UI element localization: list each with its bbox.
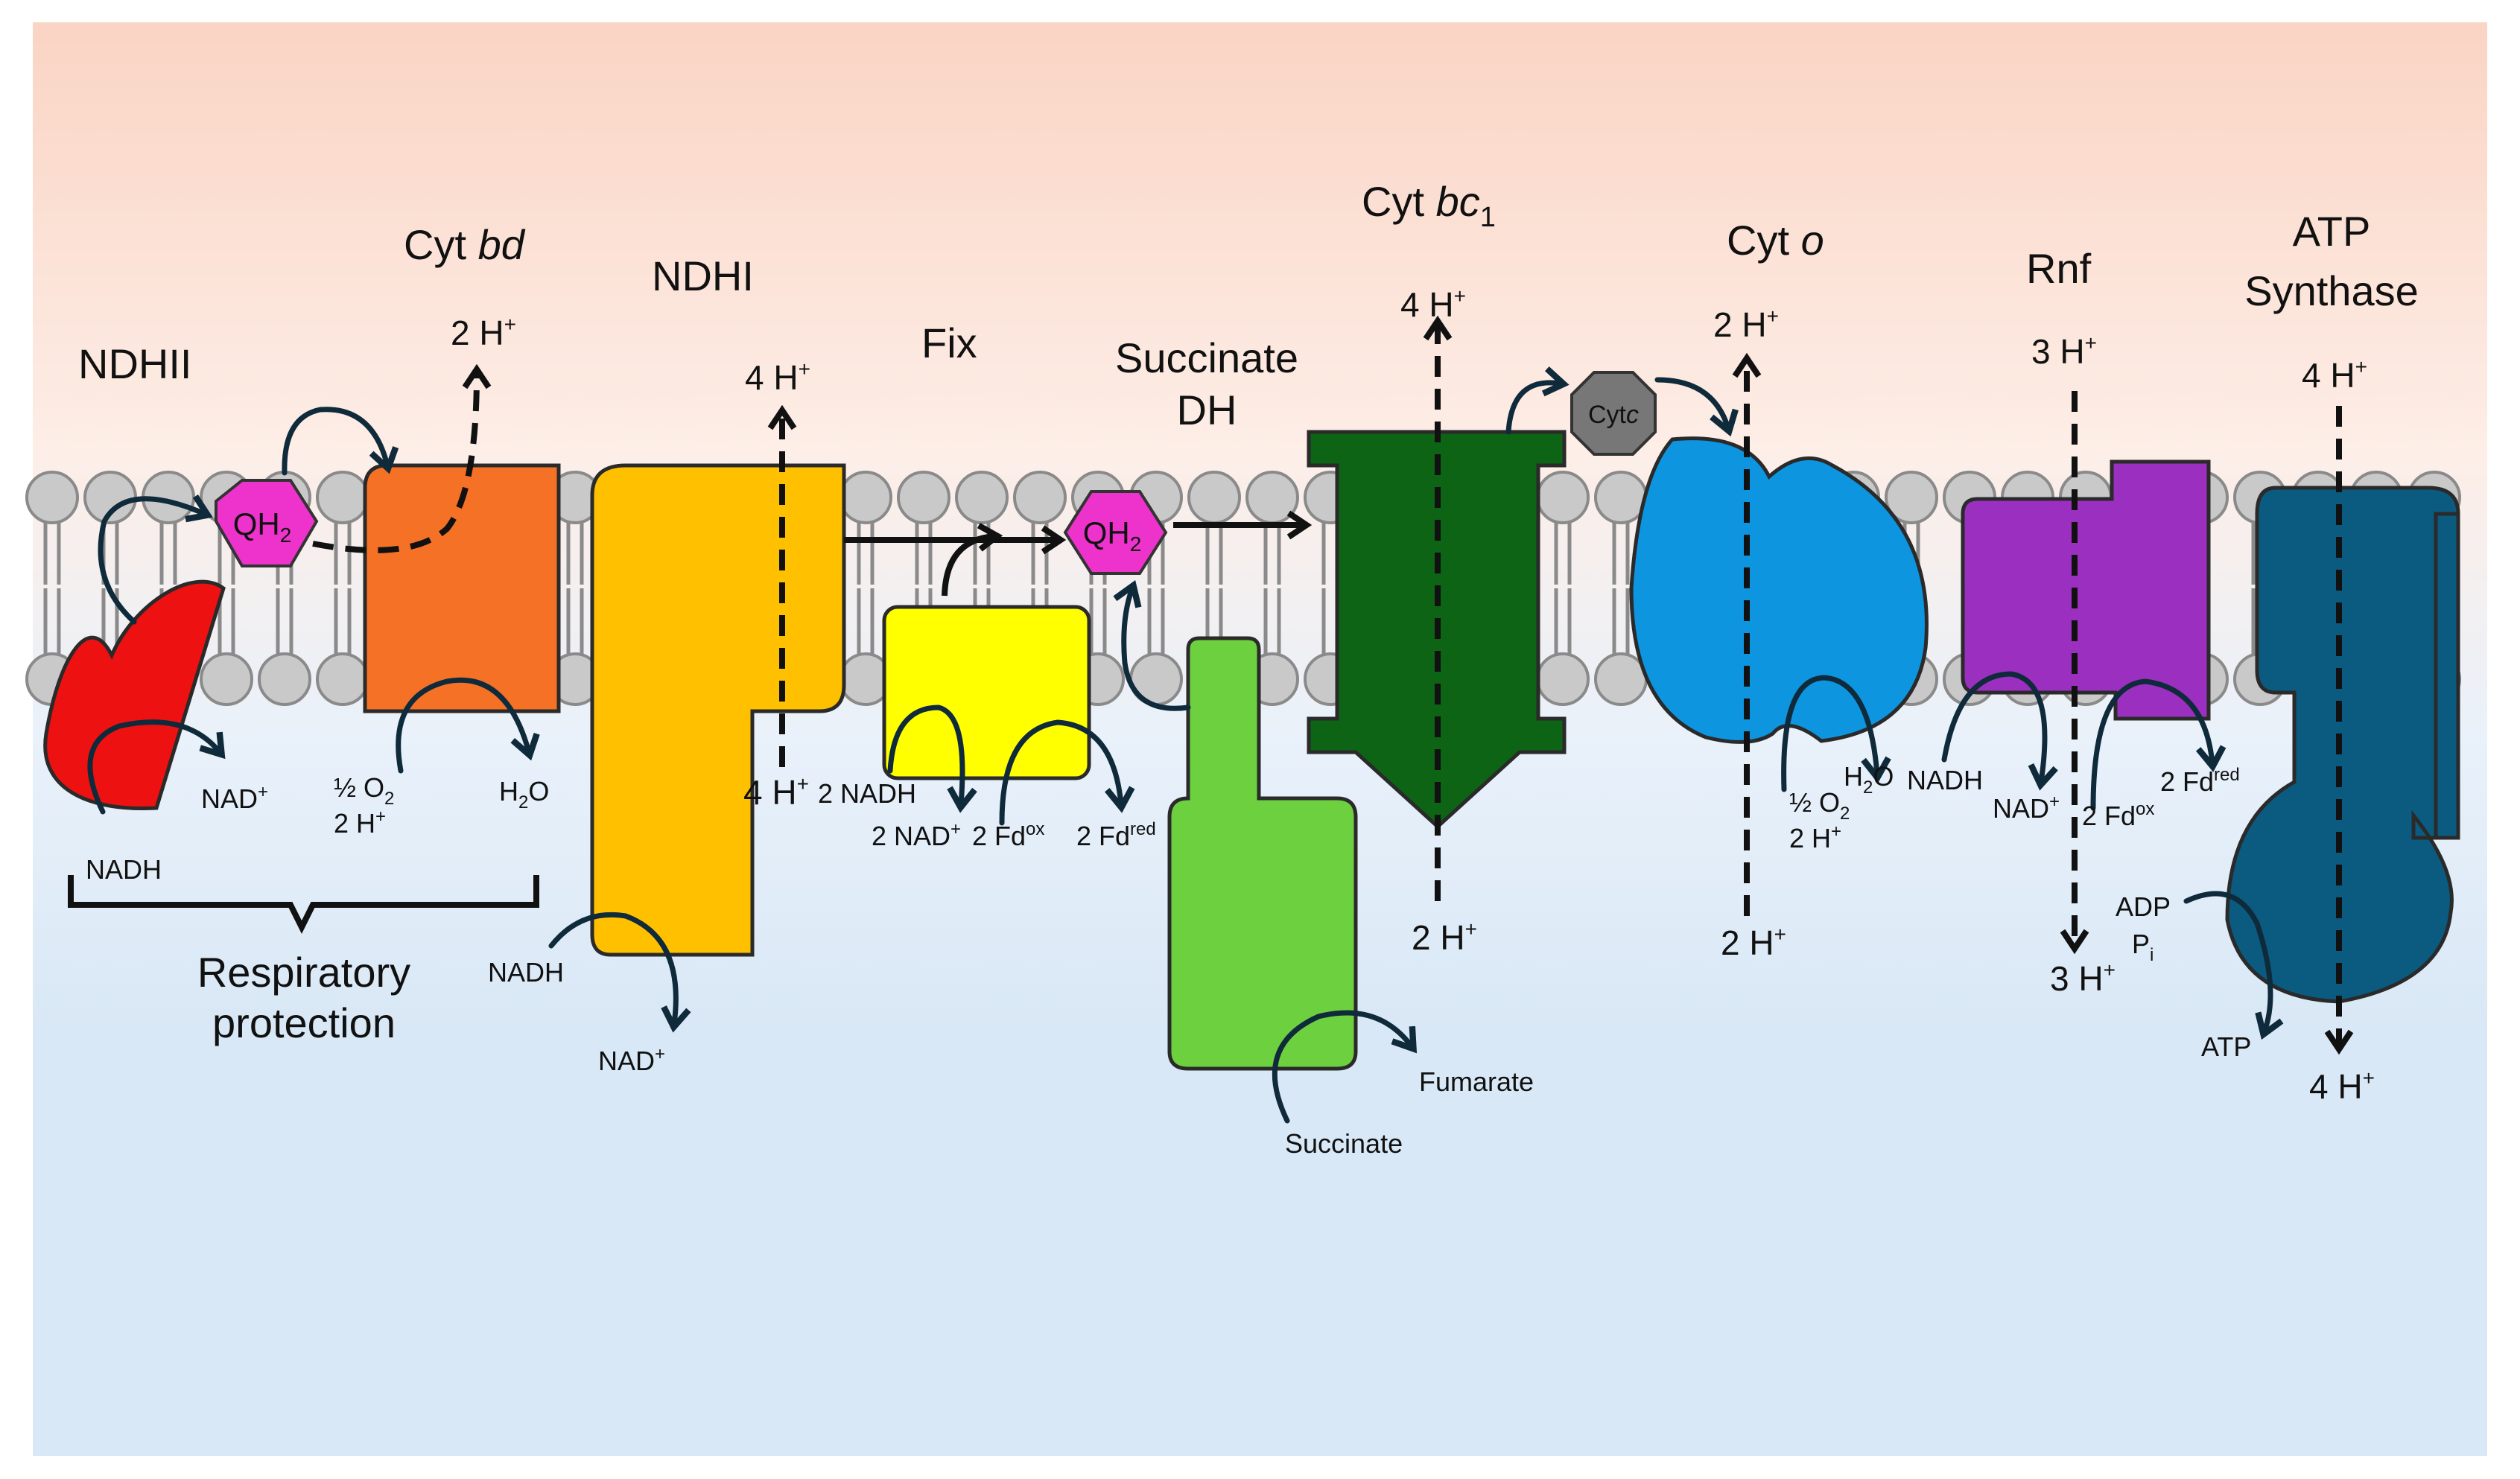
rnf-nad-label: NAD+ (1993, 792, 2060, 824)
succinate-arrow (1272, 1010, 1418, 1124)
rnf-protein (1961, 459, 2211, 721)
cyt-o-2h-label: 2 H+ (1789, 821, 1841, 853)
cyt-o-protein (1629, 436, 1929, 744)
fix-nadh-arrow (887, 704, 977, 813)
cyt-bd-2h-label: 2 H+ (334, 807, 386, 839)
ndhi-nadh-label: NADH (488, 957, 564, 987)
adp-label: ADP (2116, 891, 2171, 922)
ndhii-label: NDHII (78, 340, 191, 387)
svg-text:Cytc: Cytc (1588, 401, 1639, 429)
ndhii-nad-label: NAD+ (201, 782, 268, 814)
bc1-proton-out: 4 H+ (1400, 284, 1466, 324)
atp-synthase-protein (2225, 486, 2460, 1004)
ndhi-proton-out: 4 H+ (745, 357, 810, 397)
ndhii-nadh-arrow (87, 719, 226, 815)
fix-protein (882, 605, 1091, 780)
cyt-bd-o2-label: ½ O2 (334, 772, 394, 809)
respiratory-protection-bracket (68, 875, 539, 934)
rnf-nadh-label: NADH (1907, 765, 1983, 795)
ndhi-proton-in: 4 H+ (743, 772, 809, 812)
rnf-label: Rnf (2026, 245, 2092, 292)
cyto-proton-out: 2 H+ (1713, 305, 1779, 344)
cyto-proton-in: 2 H+ (1721, 923, 1786, 962)
lipid-head (1594, 652, 1648, 706)
fix-fdred-label: 2 Fdred (1076, 819, 1156, 851)
fix-label: Fix (921, 319, 977, 366)
lipid-head (1187, 471, 1241, 524)
cytbd-o2-arrow (396, 677, 540, 774)
ndhii-to-qh2-arrow (98, 494, 213, 625)
atp-adp-arrow (2183, 891, 2284, 1040)
lipid-head (839, 471, 892, 524)
rnf-nadh-arrow (1941, 671, 2058, 791)
cyt-bc1-label: Cyt bc1 (1362, 178, 1496, 233)
qh2-to-cytbd-arrow (282, 407, 399, 476)
lipid-head (316, 652, 369, 706)
rnf-fd-arrow (2090, 678, 2227, 811)
succinate-label: Succinate (1285, 1128, 1403, 1159)
cyt-o-o2-label: ½ O2 (1789, 787, 1850, 824)
lipid-head (316, 471, 369, 524)
cytc-to-cyto-arrow (1654, 377, 1739, 437)
lipid-head (1013, 471, 1067, 524)
lipid-head (1536, 471, 1590, 524)
fumarate-label: Fumarate (1419, 1066, 1534, 1097)
cyt-bd-label: Cyt bd (404, 221, 526, 268)
cyto-o2-arrow (1781, 675, 1891, 792)
fix-2nadh-label: 2 NADH (818, 778, 916, 809)
lipid-head (955, 471, 1009, 524)
cyt-bd-h2o-label: H2O (499, 776, 549, 812)
lipid-head (897, 471, 950, 524)
bc1-to-cytc-arrow (1505, 366, 1570, 435)
atp-proton-out: 4 H+ (2302, 355, 2367, 395)
cyt-bd-proton-path (312, 363, 492, 553)
qh2-hexagon-right: QH2 (1063, 490, 1168, 575)
rnf-fdred-label: 2 Fdred (2160, 765, 2240, 797)
atp-proton-in: 4 H+ (2309, 1066, 2375, 1106)
fix-fd-arrow (999, 719, 1135, 826)
sdh-to-qh2-arrow (1113, 579, 1191, 711)
rnf-proton-in: 3 H+ (2050, 958, 2116, 998)
lipid-head (1536, 652, 1590, 706)
cyt-o-h2o-label: H2O (1844, 761, 1894, 798)
lipid-head (25, 471, 79, 524)
lipid-head (258, 652, 311, 706)
succinate-dh-protein (1167, 636, 1358, 1071)
pi-label: Pi (2132, 929, 2154, 965)
lipid-head (200, 652, 253, 706)
qh2-hexagon-left: QH2 (215, 479, 319, 567)
cyt-bd-proton-out: 2 H+ (451, 313, 516, 352)
rnf-fdox-label: 2 Fdox (2082, 799, 2154, 831)
ndhii-nadh-label: NADH (86, 854, 162, 885)
fix-2nad-label: 2 NAD+ (872, 819, 961, 851)
svg-text:QH2: QH2 (1083, 515, 1142, 556)
lipid-head (1885, 471, 1938, 524)
rnf-proton-out: 3 H+ (2031, 331, 2097, 371)
ndhi-nadh-arrow (548, 912, 691, 1033)
cyt-o-label: Cyt o (1727, 217, 1824, 264)
cytochrome-c-octagon: Cytc (1570, 371, 1657, 456)
ndhi-nad-label: NAD+ (598, 1044, 665, 1076)
ndhi-label: NDHI (652, 252, 754, 299)
bc1-proton-in: 2 H+ (1412, 917, 1477, 957)
lipid-head (1594, 471, 1648, 524)
fix-fdox-label: 2 Fdox (972, 819, 1044, 851)
svg-text:QH2: QH2 (233, 506, 292, 547)
fix-to-qh2-arrow (942, 523, 1003, 597)
lipid-head (1245, 471, 1299, 524)
atp-label: ATP (2201, 1031, 2251, 1062)
